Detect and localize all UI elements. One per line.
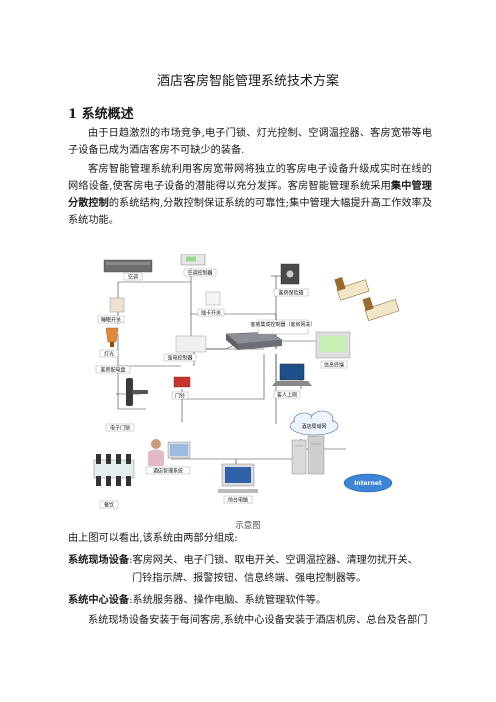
diagram-caption: 示意图 xyxy=(235,521,261,531)
center-equipment-label: 系统中心设备 xyxy=(68,594,130,606)
internet-globe-icon xyxy=(343,473,393,493)
paragraph-2-emphasis: 集中管理分散控制 xyxy=(68,180,432,209)
doorbell-label: 门铃 xyxy=(175,393,185,400)
document-title: 酒店客房智能管理系统技术方案 xyxy=(156,74,339,89)
ac-controller-label: 空调控制器 xyxy=(187,270,212,277)
power-controller-label: 强电控制器 xyxy=(167,355,192,362)
center-equipment-text: :系统服务器、操作电脑、系统管理软件等。 xyxy=(129,595,327,606)
card-switch-icon xyxy=(205,291,221,306)
dnd-switch-label: 睡眠开关 xyxy=(101,317,121,324)
front-desk-pc-label: 前台电脑 xyxy=(228,497,248,504)
operator-icon xyxy=(148,439,191,466)
power-controller-icon xyxy=(175,335,207,353)
lan-label: 酒店局域网 xyxy=(301,423,326,430)
guest-internet-label: 客人上网 xyxy=(277,392,297,399)
aircon-unit-icon xyxy=(103,259,153,273)
door-lock-label: 电子门锁 xyxy=(110,425,130,432)
mgmt-system-label: 酒店管理系统 xyxy=(153,468,183,475)
aircon-label: 空调 xyxy=(128,274,138,281)
dining-label: 餐饮 xyxy=(104,502,114,509)
lan-cloud-icon xyxy=(289,410,339,436)
paragraph-3: 由上图可以看出,该系统由两部分组成: xyxy=(68,533,238,544)
center-equipment-line: 系统中心设备:系统服务器、操作电脑、系统管理软件等。 xyxy=(68,592,326,609)
info-terminal-label: 信息终端 xyxy=(324,362,344,369)
server-rack-icon xyxy=(291,435,325,475)
dnd-switch-icon xyxy=(109,297,125,313)
paragraph-2-text-c: 的系统结构,分散控制保证系统的可靠性;集中管理大幅提升高工作效率及系统功能。 xyxy=(68,198,433,226)
paragraph-4: 系统现场设备安装于每间客房,系统中心设备安装于酒店机房、总台及各部门 xyxy=(88,615,428,626)
field-equipment-line: 系统现场设备:客房网关、电子门锁、取电开关、空调温控器、清理勿扰开关、 xyxy=(68,552,418,569)
laptop-icon xyxy=(272,363,312,386)
card-switch-label: 插卡开关 xyxy=(201,310,221,317)
dining-table-icon xyxy=(93,454,135,486)
front-desk-pc-icon xyxy=(218,463,258,493)
system-diagram: 空调 空调控制器 客房保险箱 睡眠开关 插卡开关 客房集成控制器（客房网 xyxy=(93,254,400,509)
field-equipment-line-2: 门铃指示牌、报警按钮、信息终端、强电控制器等。 xyxy=(132,573,367,584)
doorbell-icon xyxy=(173,376,191,388)
paragraph-1: 由于日趋激烈的市场竞争,电子门锁、灯光控制、空调温控器、客房宽带等电子设备已成为… xyxy=(68,128,432,156)
power-box-label: 客房配电盘 xyxy=(100,367,125,374)
light-label: 灯光 xyxy=(104,351,114,358)
hotel-bed-icon xyxy=(334,277,400,321)
field-equipment-label: 系统现场设备 xyxy=(68,554,130,566)
door-lock-icon xyxy=(126,378,148,406)
section-heading: 1 系统概述 xyxy=(68,107,134,122)
gateway-label: 客房集成控制器（客房网关） xyxy=(250,321,315,328)
lamp-icon xyxy=(105,327,119,347)
field-equipment-text: :客房网关、电子门锁、取电开关、空调温控器、清理勿扰开关、 xyxy=(129,555,418,566)
internet-label: Internet xyxy=(354,480,382,487)
paragraph-2: 客房智能管理系统利用客房宽带网将独立的客房电子设备升级成实时在线的网络设备,使客… xyxy=(68,161,432,229)
safe-label: 客房保险箱 xyxy=(278,290,303,297)
paragraph-2-text-a: 客房智能管理系统利用客房宽带网将独立的客房电子设备升级成实时在线的网络设备,使客… xyxy=(68,164,432,192)
